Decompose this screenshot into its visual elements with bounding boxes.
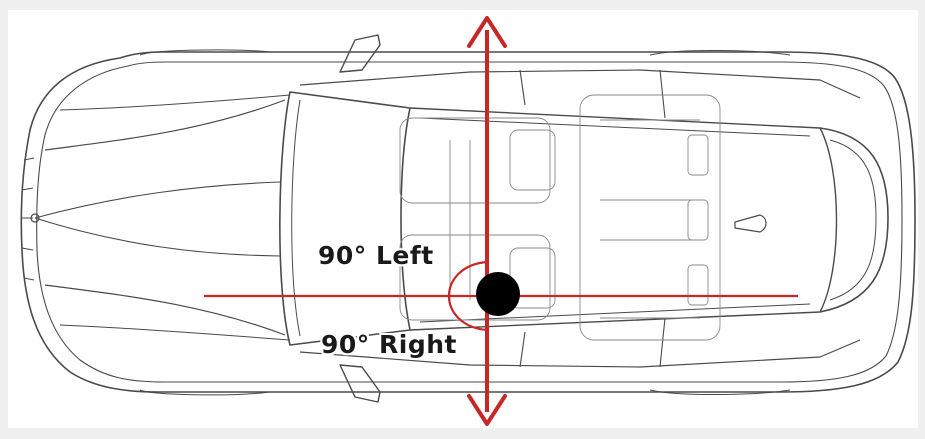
label-90-right: 90° Right <box>321 330 457 359</box>
label-90-left: 90° Left <box>318 241 434 270</box>
pivot-point <box>476 272 520 316</box>
car-outline <box>20 34 916 403</box>
white-panel <box>8 10 918 428</box>
rotation-arc <box>447 260 488 332</box>
arrowhead-down-icon <box>467 394 507 426</box>
arrowhead-up-icon <box>467 16 507 48</box>
